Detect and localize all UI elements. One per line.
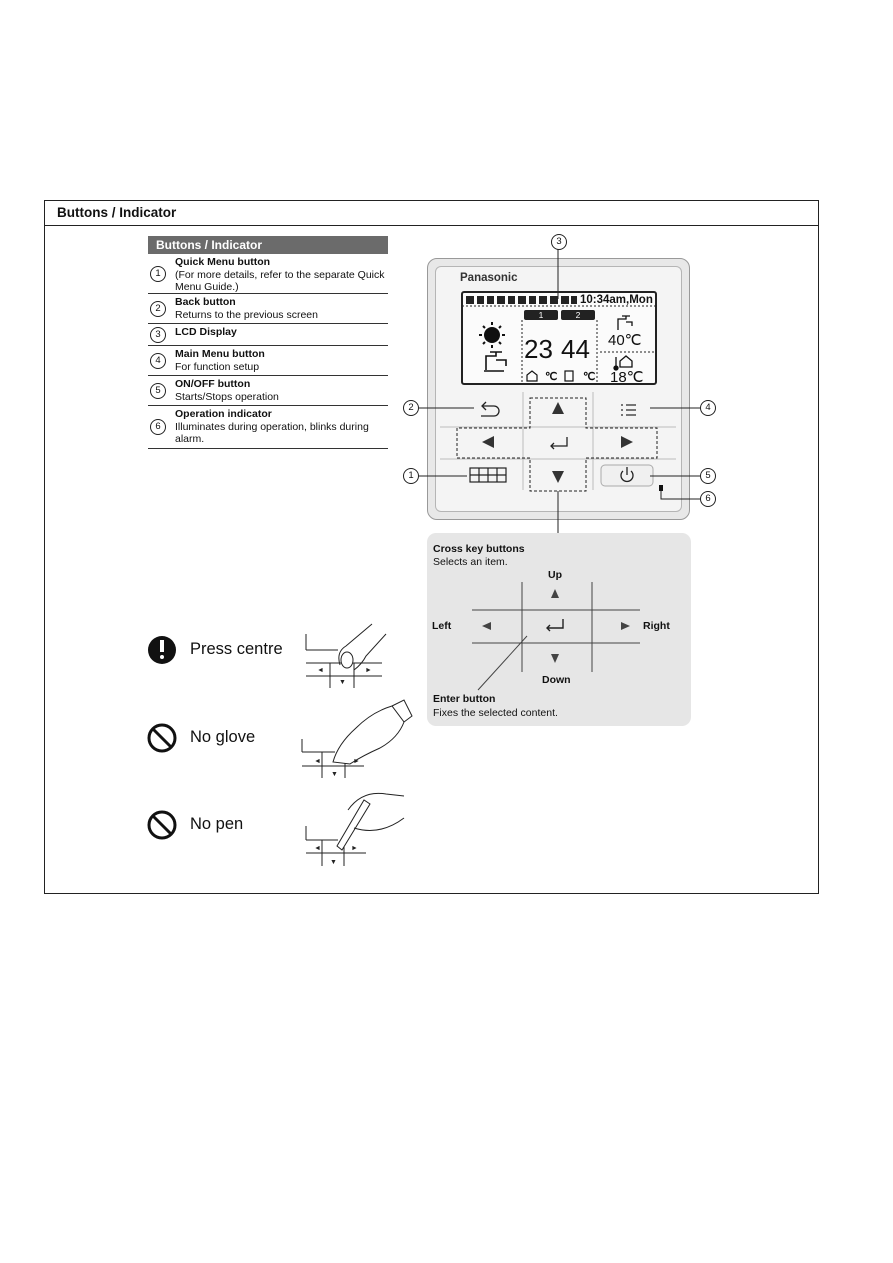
cross-left-icon [482,622,491,630]
svg-text:▼: ▼ [339,679,346,686]
section-title: Buttons / Indicator [57,205,177,220]
row-title: Back button [175,296,236,308]
row-title: Quick Menu button [175,256,271,268]
cross-down-label: Down [542,674,571,686]
exclamation-icon [148,636,176,664]
table-row: 4 Main Menu button For function setup [148,346,388,376]
section-frame: Buttons / Indicator [44,200,819,894]
right-arrow-icon [621,436,633,448]
row-desc: Starts/Stops operation [175,390,279,403]
row-title: ON/OFF button [175,378,251,390]
zone-1-unit: ℃ [545,371,558,383]
row-desc: For function setup [175,360,260,373]
cross-up-label: Up [548,569,562,581]
cross-title: Cross key buttons [433,543,525,555]
row-desc: Illuminates during operation, blinks dur… [175,420,369,446]
cross-right-label: Right [643,620,670,632]
zone-1-temp: 23 [524,334,553,364]
row-desc: (For more details, refer to the separate… [175,268,385,294]
zone-2-temp: 44 [561,334,590,364]
tank-temp: 40℃ [608,332,642,349]
outdoor-temp: 18℃ [610,369,644,386]
table-row: 5 ON/OFF button Starts/Stops operation [148,376,388,406]
row-title: Operation indicator [175,408,272,420]
callout-6: 6 [700,491,716,507]
prohibited-icon [147,810,177,840]
instruction-press-centre: Press centre [190,640,283,658]
cross-left-label: Left [432,620,452,632]
lcd-time: 10:34am,Mon [580,294,653,306]
svg-text:►: ► [365,667,372,674]
row-number: 6 [150,419,166,435]
left-arrow-icon [482,436,494,448]
svg-text:►: ► [353,758,360,765]
operation-indicator [659,485,663,491]
row-number: 5 [150,382,166,399]
table-row: 6 Operation indicator Illuminates during… [148,406,388,449]
zone-2-badge: 2 [561,310,595,320]
row-title: Main Menu button [175,348,265,360]
instruction-no-pen: No pen [190,815,244,833]
table-row: 3 LCD Display [148,324,388,346]
svg-text:◄: ◄ [317,667,324,674]
svg-text:◄: ◄ [314,845,321,852]
cross-down-icon [551,654,559,663]
glove-illustration [301,699,413,778]
quick-menu-icon [469,467,507,483]
instruction-no-glove: No glove [190,728,256,746]
prohibited-icon [147,723,177,753]
table-row: 2 Back button Returns to the previous sc… [148,294,388,324]
tank-tap-icon [617,315,633,330]
cross-subtitle: Selects an item. [433,556,508,568]
finger-press-illustration [305,623,387,688]
row-number: 3 [150,326,166,343]
cross-up-icon [551,589,559,598]
status-icons [466,296,577,304]
zone-1-badge: 1 [524,310,558,320]
callout-5: 5 [700,468,716,484]
pen-illustration [305,792,405,866]
enter-desc: Fixes the selected content. [433,707,558,719]
section-header: Buttons / Indicator [45,201,818,226]
back-icon [481,401,500,417]
callout-1: 1 [403,468,419,484]
row-number: 1 [150,265,166,282]
tank-icon [564,370,574,382]
enter-title: Enter button [433,693,496,705]
outdoor-icon [613,355,633,371]
svg-text:◄: ◄ [314,758,321,765]
menu-icon [621,404,636,416]
buttons-table: Buttons / Indicator 1 Quick Menu button … [148,236,388,449]
down-arrow-icon [552,471,564,483]
svg-text:▼: ▼ [330,859,337,866]
table-header: Buttons / Indicator [148,236,388,254]
callout-2: 2 [403,400,419,416]
zone-2-unit: ℃ [583,371,596,383]
tap-icon [484,351,507,372]
sun-icon [479,322,505,348]
cross-key-panel [427,533,691,726]
table-row: 1 Quick Menu button (For more details, r… [148,254,388,294]
row-desc: Returns to the previous screen [175,308,318,321]
svg-text:▼: ▼ [331,771,338,778]
callout-4: 4 [700,400,716,416]
power-icon [620,467,634,483]
cross-enter-icon [546,619,564,632]
row-title: LCD Display [175,326,237,338]
enter-icon [550,437,568,450]
up-arrow-icon [552,402,564,414]
row-number: 2 [150,300,166,317]
row-number: 4 [150,352,166,369]
svg-text:►: ► [351,845,358,852]
brand-logo: Panasonic [460,272,518,284]
house-icon [526,370,538,382]
callout-3: 3 [551,234,567,250]
cross-right-icon [621,622,630,630]
